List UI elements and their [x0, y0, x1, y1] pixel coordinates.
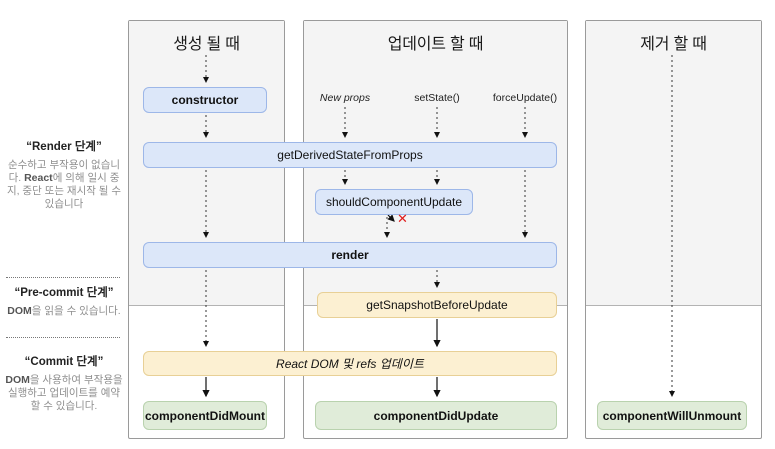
- column-mounting-header: 생성 될 때: [173, 36, 240, 53]
- should-component-update-box[interactable]: shouldComponentUpdate: [315, 189, 473, 215]
- render-phase-title: “Render 단계”: [26, 141, 102, 153]
- react-dom-refs-update-box: React DOM 및 refs 업데이트: [143, 351, 557, 376]
- trigger-force-update: forceUpdate(): [492, 92, 558, 104]
- trigger-new-props: New props: [319, 92, 371, 104]
- render-phase-description: 순수하고 부작용이 없습니다. React에 의해 일시 중지, 중단 또는 재…: [6, 159, 122, 210]
- precommit-phase-title: “Pre-commit 단계”: [14, 287, 114, 299]
- get-derived-state-from-props-box[interactable]: getDerivedStateFromProps: [143, 142, 557, 168]
- phase-divider: [6, 337, 120, 338]
- render-phase-region: [586, 21, 761, 306]
- render-box[interactable]: render: [143, 242, 557, 268]
- phase-divider: [6, 277, 120, 278]
- commit-phase-title: “Commit 단계”: [24, 356, 104, 368]
- commit-phase-note: “Commit 단계” DOM을 사용하여 부작용을 실행하고 업데이트를 예약…: [4, 353, 124, 413]
- render-phase-note: “Render 단계” 순수하고 부작용이 없습니다. React에 의해 일시…: [4, 138, 124, 211]
- column-unmounting: 제거 할 때: [585, 20, 762, 439]
- component-did-mount-box[interactable]: componentDidMount: [143, 401, 267, 430]
- constructor-box[interactable]: constructor: [143, 87, 267, 113]
- commit-phase-description: DOM을 사용하여 부작용을 실행하고 업데이트를 예약 할 수 있습니다.: [5, 374, 123, 412]
- component-did-update-box[interactable]: componentDidUpdate: [315, 401, 557, 430]
- column-unmounting-header: 제거 할 때: [640, 36, 707, 53]
- component-will-unmount-box[interactable]: componentWillUnmount: [597, 401, 747, 430]
- column-updating-header: 업데이트 할 때: [387, 36, 484, 53]
- trigger-set-state: setState(): [414, 92, 460, 104]
- precommit-phase-description: DOM을 읽을 수 있습니다.: [7, 305, 121, 317]
- precommit-phase-note: “Pre-commit 단계” DOM을 읽을 수 있습니다.: [4, 284, 124, 318]
- get-snapshot-before-update-box[interactable]: getSnapshotBeforeUpdate: [317, 292, 557, 318]
- update-cancelled-mark: ✕: [397, 211, 408, 226]
